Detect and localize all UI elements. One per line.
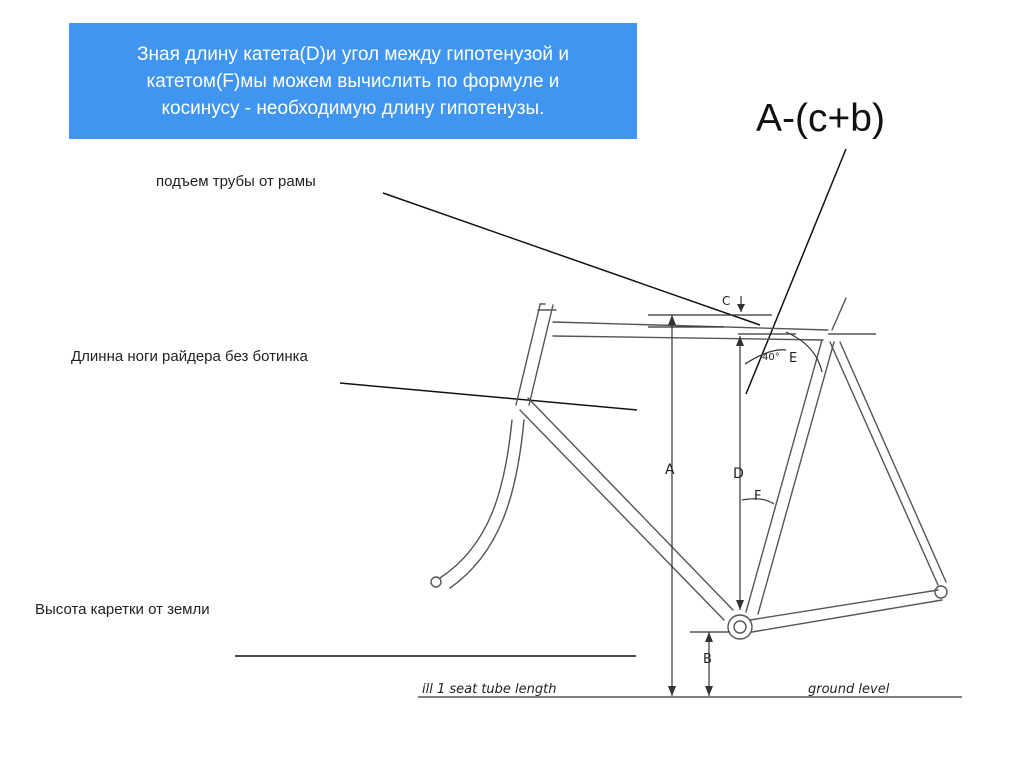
arrow-b-down [705, 686, 713, 696]
head-tube [515, 304, 554, 406]
arrow-b-up [705, 632, 713, 642]
seat-stay [829, 341, 947, 586]
fork [439, 419, 525, 589]
dim-f-arc [741, 498, 775, 505]
dimension-lines [418, 296, 962, 698]
bottom-bracket [727, 614, 753, 640]
info-line-1: Зная длину катета(D)и угол между гипотен… [137, 43, 569, 65]
down-tube [519, 397, 734, 621]
fork-dropout [430, 576, 442, 588]
label-f: F [754, 489, 761, 504]
info-box: Зная длину катета(D)и угол между гипотен… [69, 23, 637, 139]
info-box-text: Зная длину катета(D)и угол между гипотен… [137, 41, 569, 122]
annotation-pointers [235, 148, 847, 657]
top-tube [552, 321, 829, 341]
label-d: D [733, 466, 744, 482]
label-b: B [703, 652, 712, 667]
formula: A-(c+b) [756, 97, 885, 140]
caption-ground-level: ground level [808, 682, 890, 697]
arrow-c-down [737, 304, 745, 312]
dim-e-arc [785, 331, 823, 373]
tube-rise-label: подъем трубы от рамы [156, 173, 316, 190]
label-a: A [665, 462, 675, 478]
leg-length-label: Длинна ноги райдера без ботинка [71, 348, 308, 365]
info-line-2: катетом(F)мы можем вычислить по формуле … [146, 70, 560, 92]
arrow-a-up [668, 315, 676, 325]
stem [537, 303, 557, 311]
rear-dropout [934, 585, 948, 599]
angle-arc [744, 349, 787, 365]
label-angle: 40° [762, 352, 780, 363]
pointer-leg-length [339, 382, 638, 411]
label-c: C [722, 294, 730, 308]
bb-height-label: Высота каретки от земли [35, 601, 210, 618]
label-e: E [789, 351, 797, 366]
seat-tube [745, 339, 835, 615]
arrow-d-down [736, 600, 744, 610]
arrow-a-down [668, 686, 676, 696]
arrowheads [668, 304, 745, 696]
caption-seat-tube-length: ill 1 seat tube length [422, 682, 557, 697]
arrow-d-up [736, 336, 744, 346]
pointer-formula [745, 148, 847, 395]
bottom-bracket-inner [733, 620, 747, 634]
info-line-3: косинусу - необходимую длину гипотенузы. [161, 97, 545, 119]
seatpost-line [831, 297, 847, 331]
chain-stay [749, 589, 943, 633]
frame-sketch [430, 297, 948, 640]
pointer-tube-rise [382, 192, 761, 326]
diagram-labels: A B C D E F 40° ill 1 seat tube length g… [422, 294, 890, 697]
